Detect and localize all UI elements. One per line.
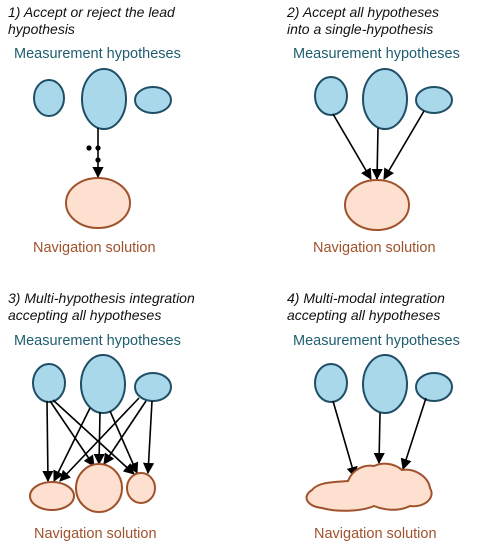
panel-2-navigation-label: Navigation solution — [313, 240, 436, 256]
panel-1-navigation-solution — [65, 177, 131, 229]
panel-3-navigation-label: Navigation solution — [34, 526, 157, 542]
panel-4-title-line-1: 4) Multi-modal integration — [287, 290, 445, 306]
panel-3-measurement-label: Measurement hypotheses — [14, 333, 181, 349]
panel-1-navigation-label: Navigation solution — [33, 240, 156, 256]
panel-3-title-line-1: 3) Multi-hypothesis integration — [8, 290, 195, 306]
panel-1-title-line-2: hypothesis — [8, 21, 75, 37]
panel-3: 3) Multi-hypothesis integration acceptin… — [8, 290, 195, 542]
panel-3-arrow-right-to-nav-2 — [103, 400, 147, 465]
panel-3-arrow-center-to-nav-1 — [53, 407, 91, 483]
panel-2: 2) Accept all hypotheses into a single-h… — [286, 4, 460, 256]
panel-3-arrow-left-to-nav-1 — [42, 400, 54, 483]
panel-2-measurement-hypothesis-center — [362, 68, 408, 130]
panel-2-measurement-hypothesis-right — [415, 86, 453, 114]
panel-4-measurement-label: Measurement hypotheses — [293, 333, 460, 349]
panel-4-title-line-2: accepting all hypotheses — [287, 307, 440, 323]
panel-4-multimodal-navigation-solution — [305, 462, 433, 512]
panel-4-navigation-label: Navigation solution — [314, 526, 437, 542]
panel-1: 1) Accept or reject the lead hypothesis … — [8, 4, 181, 256]
panel-2-arrow-left — [332, 113, 372, 180]
panel-3-measurement-hypothesis-left — [32, 363, 66, 403]
panel-2-title-line-2: into a single-hypothesis — [287, 21, 433, 37]
panel-3-navigation-hypothesis-1 — [29, 481, 75, 511]
panel-1-measurement-label: Measurement hypotheses — [14, 46, 181, 62]
panel-4-arrow-left — [332, 400, 358, 479]
panel-3-arrow-left-to-nav-2 — [49, 400, 95, 467]
panel-1-reject-dot-lower — [95, 157, 101, 163]
panel-2-navigation-solution — [344, 179, 410, 231]
panel-2-measurement-hypothesis-left — [314, 76, 348, 116]
panel-3-arrow-right-to-nav-3 — [142, 400, 155, 475]
panel-4-measurement-hypothesis-center — [362, 354, 408, 414]
panel-4-arrow-right — [400, 397, 427, 471]
panel-1-title-line-1: 1) Accept or reject the lead — [8, 4, 176, 20]
panel-1-measurement-hypothesis-right — [134, 86, 172, 114]
panel-2-arrow-center — [371, 127, 383, 181]
panel-2-title-line-1: 2) Accept all hypotheses — [286, 4, 439, 20]
panel-1-reject-dot-left — [86, 145, 92, 151]
panel-4-arrow-center — [373, 412, 385, 465]
panel-2-arrow-right — [383, 110, 425, 180]
panel-3-title-line-2: accepting all hypotheses — [8, 307, 161, 323]
panel-1-measurement-hypothesis-lead — [81, 68, 127, 130]
panel-1-measurement-hypothesis-left — [33, 79, 65, 117]
panel-4-measurement-hypothesis-right — [415, 372, 453, 402]
panel-3-navigation-hypothesis-3 — [126, 472, 156, 504]
panel-3-arrow-right-to-nav-1 — [59, 397, 140, 482]
panel-4: 4) Multi-modal integration accepting all… — [287, 290, 460, 542]
panel-3-arrow-center-to-nav-2 — [93, 411, 105, 466]
panel-1-reject-dot-right — [95, 145, 101, 151]
panel-3-arrow-left-to-nav-3 — [52, 399, 135, 475]
panel-4-measurement-hypothesis-left — [314, 363, 348, 403]
panel-3-arrow-center-to-nav-3 — [109, 410, 139, 475]
panel-3-measurement-hypothesis-right — [134, 372, 172, 402]
panel-3-measurement-hypothesis-center — [80, 354, 126, 414]
panel-3-navigation-hypothesis-2 — [75, 463, 123, 513]
panel-2-measurement-label: Measurement hypotheses — [293, 46, 460, 62]
